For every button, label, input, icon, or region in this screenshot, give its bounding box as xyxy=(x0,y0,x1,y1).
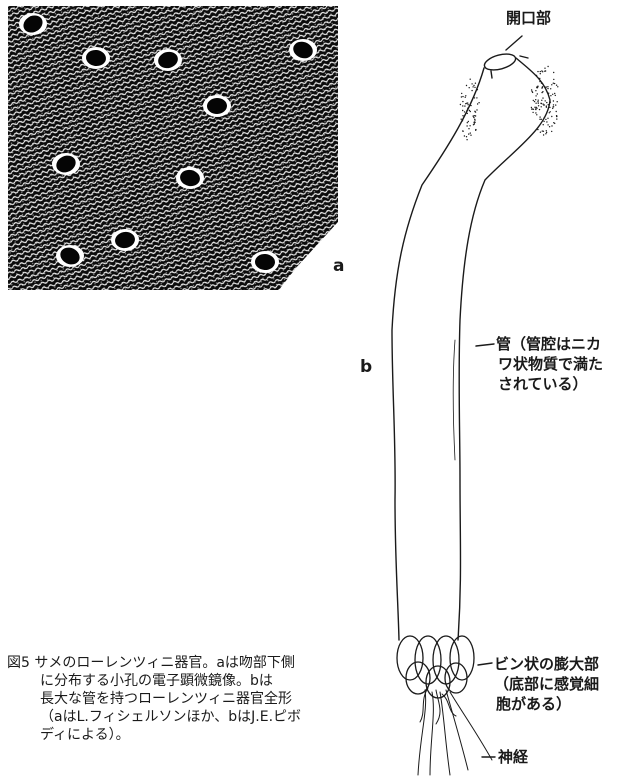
opening-leader xyxy=(506,36,522,50)
caption-line-2: に分布する小孔の電子顕微鏡像。bは xyxy=(7,672,337,690)
panel-b-label: b xyxy=(360,357,372,377)
tube-left-wall xyxy=(392,68,484,640)
stippling xyxy=(460,66,559,141)
ampulla-label-line-2: （底部に感覚細 xyxy=(494,674,599,694)
ampulla-label-line-3: 胞がある） xyxy=(494,694,599,714)
opening-ellipse xyxy=(483,51,518,73)
caption-line-4: （aはL.フィシェルソンほか、bはJ.E.ピボ xyxy=(7,708,337,726)
ampulla-label-line-1: ビン状の膨大部 xyxy=(494,654,599,674)
figure-caption: 図5 サメのローレンツィニ器官。aは吻部下側 に分布する小孔の電子顕微鏡像。bは… xyxy=(7,654,337,744)
ampulla-label: ビン状の膨大部 （底部に感覚細 胞がある） xyxy=(494,654,599,714)
tube-label-line-2: ワ状物質で満た xyxy=(496,354,603,374)
caption-line-1: 図5 サメのローレンツィニ器官。aは吻部下側 xyxy=(7,654,337,672)
caption-line-3: 長大な管を持つローレンツィニ器官全形 xyxy=(7,690,337,708)
caption-line-5: ディによる）。 xyxy=(7,726,337,744)
ampulla xyxy=(397,636,474,698)
tube-label-line-1: 管（管腔はニカ xyxy=(496,334,603,354)
opening-label: 開口部 xyxy=(506,8,551,28)
tube-label: 管（管腔はニカ ワ状物質で満た されている） xyxy=(496,334,603,394)
tube-label-line-3: されている） xyxy=(496,374,603,394)
nerve-label: 神経 xyxy=(498,747,528,767)
panel-a-label: a xyxy=(333,256,344,276)
ampulla-leader xyxy=(478,663,492,665)
tube-leader xyxy=(476,344,494,346)
nerve-fibers xyxy=(418,688,492,775)
